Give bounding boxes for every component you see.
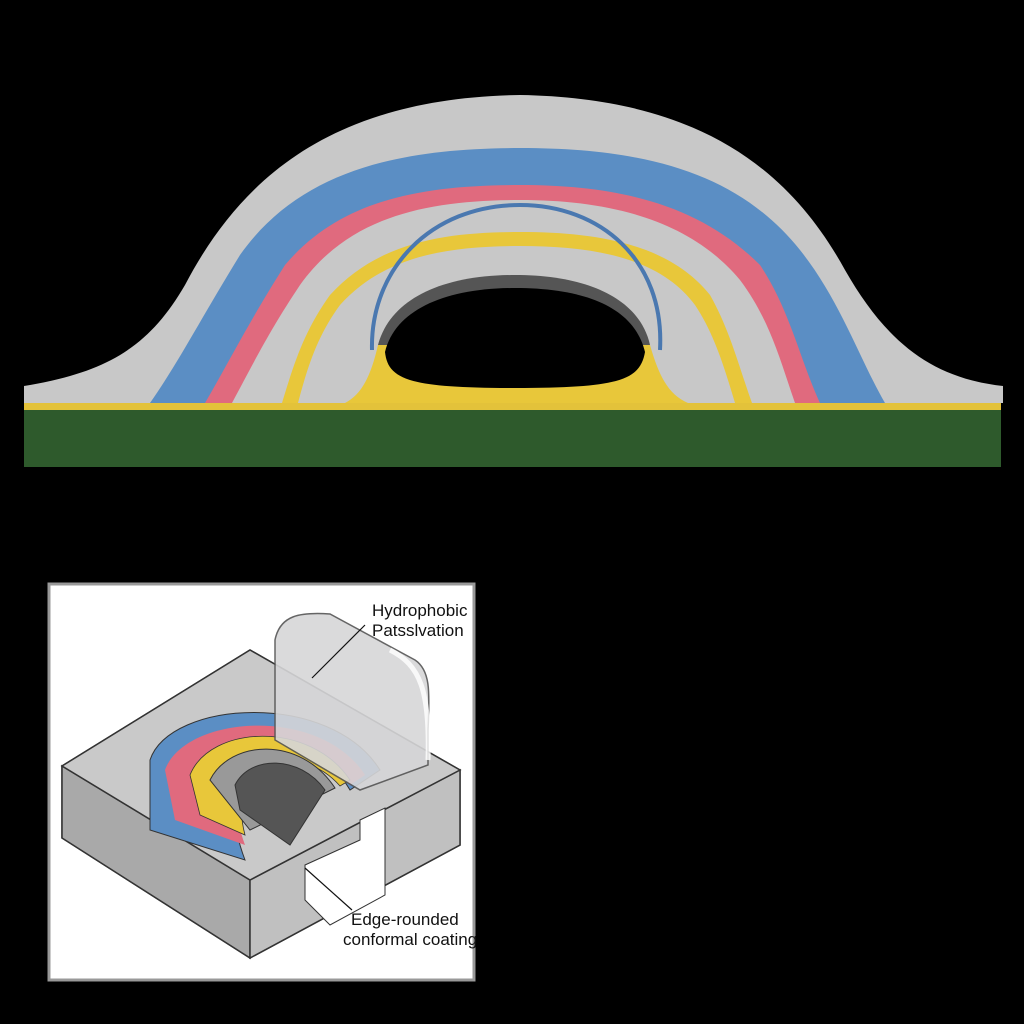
label-top-line1: Hydrophobic	[372, 601, 468, 620]
label-hydrophobic-passivation: Hydrophobic Patsslvation	[372, 601, 467, 641]
label-bottom-line2: conformal coating	[343, 930, 478, 949]
label-top-line2: Patsslvation	[372, 621, 464, 640]
inset-3d-model	[60, 612, 462, 960]
blue-ring	[369, 202, 663, 351]
adhesion-layer	[24, 402, 1001, 410]
label-top-leader	[311, 624, 366, 679]
label-bottom-leader	[304, 867, 353, 911]
substrate-layer	[24, 409, 1001, 467]
label-edge-rounded-coating: Edge-rounded conformal coating	[343, 910, 477, 950]
cavity	[385, 288, 645, 388]
label-bottom-line1: Edge-rounded	[351, 910, 459, 929]
